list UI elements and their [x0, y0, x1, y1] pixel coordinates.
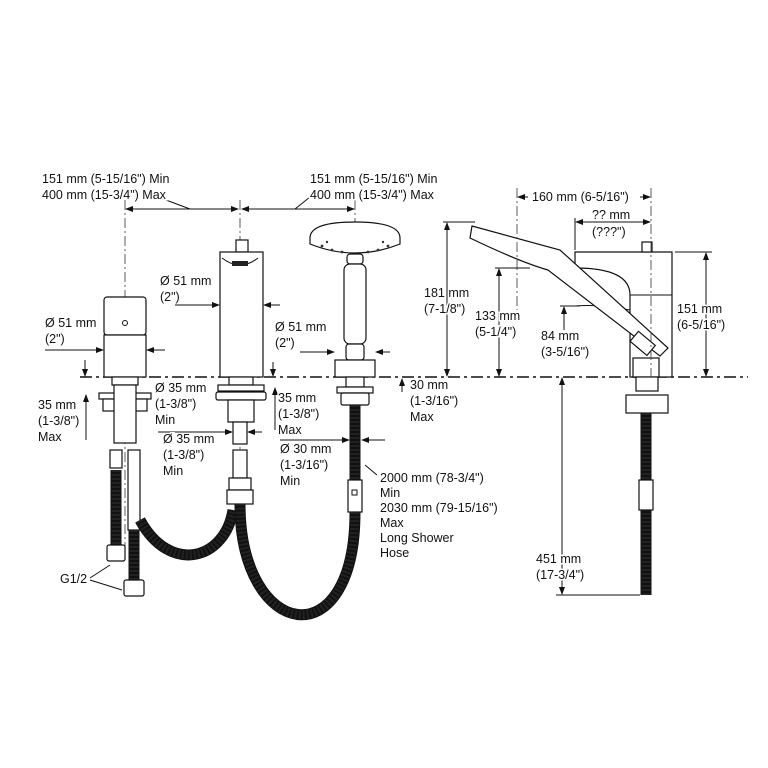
label: Min [155, 413, 175, 427]
label: Ø 35 mm [163, 432, 214, 446]
label: Long Shower [380, 531, 454, 545]
spacing-right-max: 400 mm (15-3/4") Max [310, 188, 435, 202]
spacing-dimension: 151 mm (5-15/16") Min 400 mm (15-3/4") M… [41, 171, 439, 212]
label: Max [380, 516, 404, 530]
handle-deck-thickness-dim: 35 mm (1-3/8") Max [37, 394, 89, 446]
label: 30 mm [410, 378, 448, 392]
label: 160 mm (6-5/16") [532, 190, 629, 204]
label: 133 mm [475, 309, 520, 323]
label: (5-1/4") [475, 325, 516, 339]
mixer-handle [98, 296, 152, 597]
label: (1-3/16") [410, 394, 458, 408]
shower-hose [234, 503, 361, 621]
label: 2000 mm (78-3/4") [380, 471, 484, 485]
label: 84 mm [541, 329, 579, 343]
label: (1-3/8") [278, 407, 319, 421]
handle-hole-dim: Ø 35 mm (1-3/8") Min [154, 380, 208, 429]
spacing-left-min: 151 mm (5-15/16") Min [42, 172, 169, 186]
hose-length-label: 2000 mm (78-3/4") Min 2030 mm (79-15/16"… [364, 464, 499, 562]
label: (2") [275, 336, 295, 350]
label: Max [278, 423, 302, 437]
label: Min [380, 486, 400, 500]
head-height-dim: 181 mm (7-1/8") [423, 221, 475, 377]
hand-shower [309, 221, 401, 513]
label: (???") [592, 225, 626, 239]
unknown-dim: ?? mm (???") [574, 207, 651, 250]
label: (3-5/16") [541, 345, 589, 359]
shower-deck-thickness-dim: 30 mm (1-3/16") Max [399, 377, 460, 426]
label: (1-3/16") [280, 458, 328, 472]
spacing-left-max: 400 mm (15-3/4") Max [42, 188, 167, 202]
outlet-height-dim: 84 mm (3-5/16") [540, 305, 591, 361]
head-low-dim: 133 mm (5-1/4") [474, 267, 530, 377]
label: 151 mm [677, 302, 722, 316]
spacing-right-min: 151 mm (5-15/16") Min [310, 172, 437, 186]
label: (2") [160, 290, 180, 304]
label: (1-3/8") [38, 414, 79, 428]
label: Hose [380, 546, 409, 560]
spout-diameter-dim: Ø 51 mm (2") [159, 273, 280, 308]
label: (2") [45, 332, 65, 346]
label: (17-3/4") [536, 568, 584, 582]
label: G1/2 [60, 572, 87, 586]
label: 35 mm [278, 391, 316, 405]
label: Max [410, 410, 434, 424]
label: (1-3/8") [163, 448, 204, 462]
label: Ø 51 mm [275, 320, 326, 334]
label: Min [280, 474, 300, 488]
label: 35 mm [38, 398, 76, 412]
label: Min [163, 464, 183, 478]
spout [215, 239, 267, 505]
label: Ø 35 mm [155, 381, 206, 395]
label: 451 mm [536, 552, 581, 566]
reach-dim: 160 mm (6-5/16") [517, 189, 651, 206]
label: Max [38, 430, 62, 444]
side-view [469, 225, 673, 595]
spout-deck-thickness-dim: 35 mm (1-3/8") Max [272, 387, 321, 439]
label: Ø 51 mm [45, 316, 96, 330]
shower-hole-dim: Ø 30 mm (1-3/16") Min [279, 437, 385, 490]
label: (7-1/8") [424, 302, 465, 316]
label: Ø 51 mm [160, 274, 211, 288]
spout-hole-dim: Ø 35 mm (1-3/8") Min [158, 429, 262, 480]
label: Ø 30 mm [280, 442, 331, 456]
spout-height-dim: 151 mm (6-5/16") [675, 251, 727, 377]
label: ?? mm [592, 208, 630, 222]
handle-diameter-dim: Ø 51 mm (2") [44, 315, 165, 377]
label: 181 mm [424, 286, 469, 300]
label: (1-3/8") [155, 397, 196, 411]
shower-diameter-dim: Ø 51 mm (2") [270, 319, 390, 377]
label: 2030 mm (79-15/16") [380, 501, 498, 515]
label: (6-5/16") [677, 318, 725, 332]
connecting-hose [135, 508, 239, 561]
connection-label: G1/2 [59, 564, 123, 591]
below-deck-dim: 451 mm (17-3/4") [535, 377, 640, 596]
